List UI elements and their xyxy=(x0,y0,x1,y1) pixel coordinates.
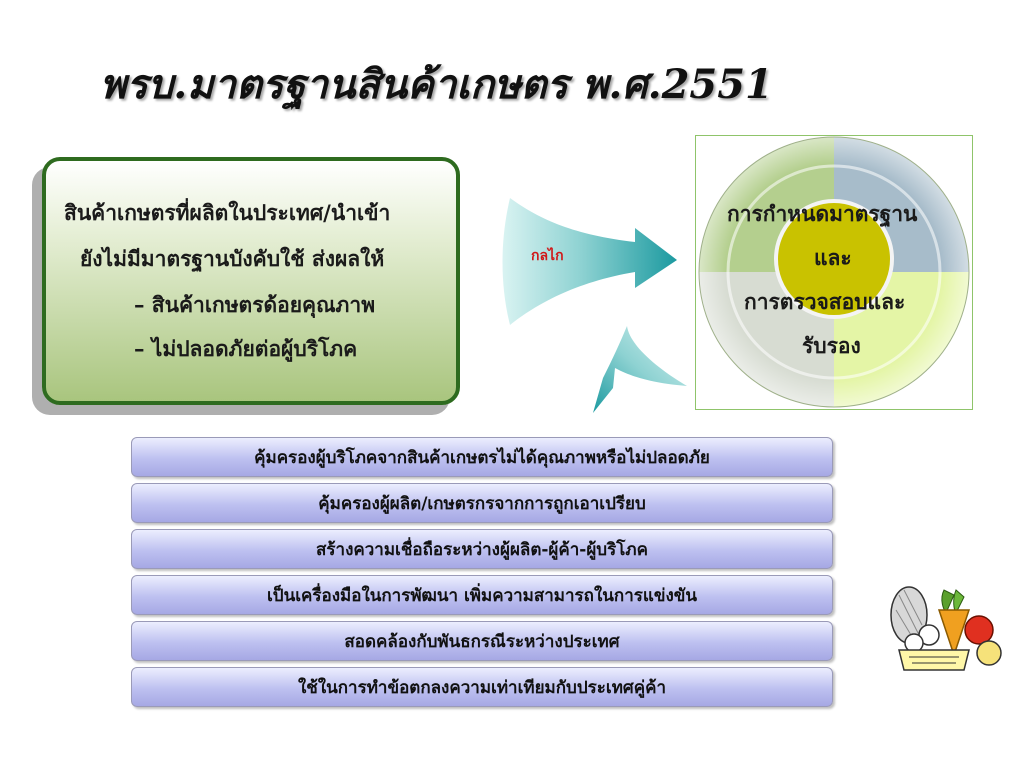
benefit-bar-2: คุ้มครองผู้ผลิต/เกษตรกรจากการถูกเอาเปรีย… xyxy=(131,483,833,523)
benefit-bar-4: เป็นเครื่องมือในการพัฒนา เพิ่มความสามารถ… xyxy=(131,575,833,615)
benefit-bar-5: สอดคล้องกับพันธกรณีระหว่างประเทศ xyxy=(131,621,833,661)
mechanism-label: กลไก xyxy=(531,248,564,264)
standard-circle-box: การกำหนดมาตรฐาน และ การตรวจสอบและ รับรอง xyxy=(695,135,973,410)
benefit-bar-6: ใช้ในการทำข้อตกลงความเท่าเทียมกับประเทศค… xyxy=(131,667,833,707)
benefit-bar-1: คุ้มครองผู้บริโภคจากสินค้าเกษตรไม่ได้คุณ… xyxy=(131,437,833,477)
return-arrow-icon xyxy=(593,326,687,413)
circle-line-3: การตรวจสอบและ xyxy=(744,289,906,314)
problem-line-1: สินค้าเกษตรที่ผลิตในประเทศ/นำเข้า xyxy=(64,200,391,225)
quadrant-circle-icon xyxy=(698,136,970,408)
page-title: พรบ.มาตรฐานสินค้าเกษตร พ.ศ.2551 xyxy=(100,61,773,108)
curved-arrow-icon xyxy=(502,198,687,413)
benefit-bar-3: สร้างความเชื่อถือระหว่างผู้ผลิต-ผู้ค้า-ผ… xyxy=(131,529,833,569)
problem-bullet-1: – สินค้าเกษตรด้อยคุณภาพ xyxy=(134,292,376,317)
circle-line-2: และ xyxy=(814,245,852,270)
problem-box: สินค้าเกษตรที่ผลิตในประเทศ/นำเข้า ยังไม่… xyxy=(42,157,460,405)
problem-line-2: ยังไม่มีมาตรฐานบังคับใช้ ส่งผลให้ xyxy=(80,246,385,271)
circle-line-1: การกำหนดมาตรฐาน xyxy=(727,201,918,226)
circle-line-4: รับรอง xyxy=(802,333,861,358)
problem-bullet-2: – ไม่ปลอดภัยต่อผู้บริโภค xyxy=(134,336,358,361)
vegetables-basket-icon xyxy=(890,586,1002,671)
mechanism-arrow-icon xyxy=(502,198,677,325)
